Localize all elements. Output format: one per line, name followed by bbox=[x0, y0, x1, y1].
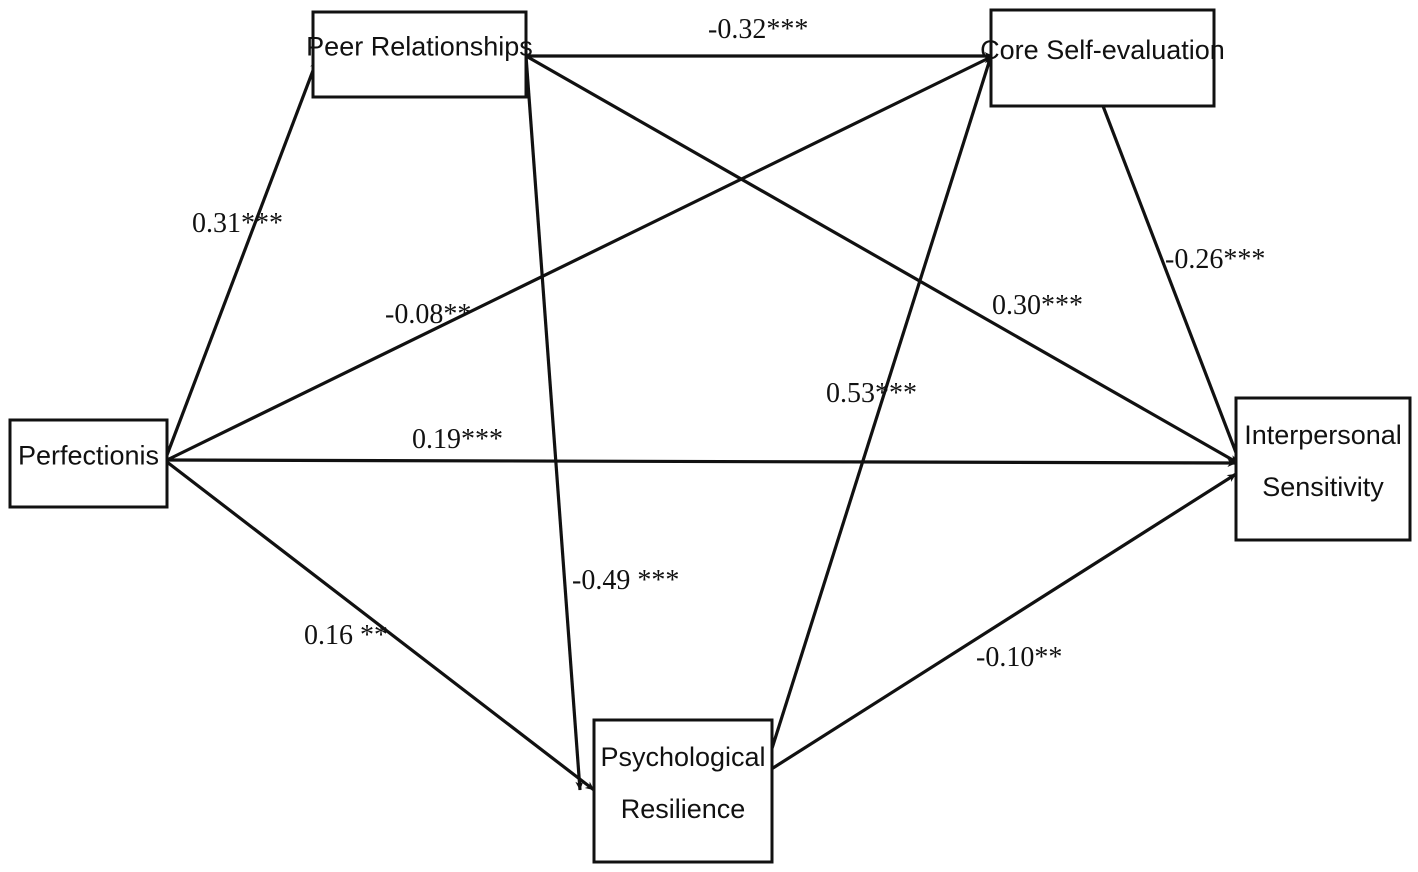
node-label-core-0: Core Self-evaluation bbox=[980, 35, 1225, 65]
coef-label-perfectionis-to-peer: 0.31*** bbox=[192, 208, 283, 239]
edge-perfectionis-to-psych bbox=[166, 460, 595, 792]
labels-layer: 0.31*** -0.08** 0.19*** 0.16 ** -0.32*** 0.30… bbox=[192, 14, 1265, 673]
node-box-perfectionis bbox=[8, 418, 169, 509]
edge-perfectionis-to-inter bbox=[166, 458, 1237, 468]
node-box-peer bbox=[311, 10, 528, 99]
node-label-inter-0: Interpersonal bbox=[1244, 420, 1402, 450]
edge-psych-to-core bbox=[760, 55, 993, 781]
node-perfectionis: Perfectionis bbox=[8, 418, 169, 509]
edge-core-to-inter bbox=[1101, 105, 1242, 464]
coef-label-psych-to-core: 0.53*** bbox=[826, 378, 917, 409]
edge-perfectionis-to-core bbox=[166, 54, 994, 462]
edge-peer-to-inter bbox=[525, 54, 1239, 465]
coef-label-core-to-inter: -0.26*** bbox=[1165, 244, 1265, 275]
node-label-psych-0: Psychological bbox=[600, 742, 765, 772]
coef-label-perfectionis-to-core: -0.08** bbox=[385, 299, 471, 330]
edges-layer bbox=[165, 51, 1242, 792]
node-box-core bbox=[989, 8, 1216, 108]
coef-label-peer-to-core: -0.32*** bbox=[708, 14, 808, 45]
node-label-perfectionis-0: Perfectionis bbox=[18, 441, 159, 471]
coef-label-peer-to-inter: 0.30*** bbox=[992, 290, 1083, 321]
coef-label-peer-to-psych: -0.49 *** bbox=[572, 565, 679, 596]
node-label-psych-1: Resilience bbox=[621, 794, 746, 824]
node-box-inter bbox=[1234, 396, 1412, 542]
edge-psych-to-inter bbox=[761, 472, 1237, 777]
coef-label-perfectionis-to-psych: 0.16 ** bbox=[304, 620, 388, 651]
node-box-psych bbox=[592, 718, 774, 864]
edge-peer-to-psych bbox=[524, 55, 584, 791]
node-label-peer-0: Peer Relationships bbox=[306, 32, 533, 62]
nodes-layer: Perfectionis Peer Relationships Core Self-… bbox=[8, 8, 1412, 864]
coef-label-psych-to-inter: -0.10** bbox=[976, 642, 1062, 673]
edge-perfectionis-to-peer bbox=[165, 59, 319, 456]
node-peer: Peer Relationships bbox=[306, 10, 533, 99]
node-label-inter-1: Sensitivity bbox=[1262, 472, 1384, 502]
node-core: Core Self-evaluation bbox=[980, 8, 1225, 108]
coef-label-perfectionis-to-inter: 0.19*** bbox=[412, 424, 503, 455]
